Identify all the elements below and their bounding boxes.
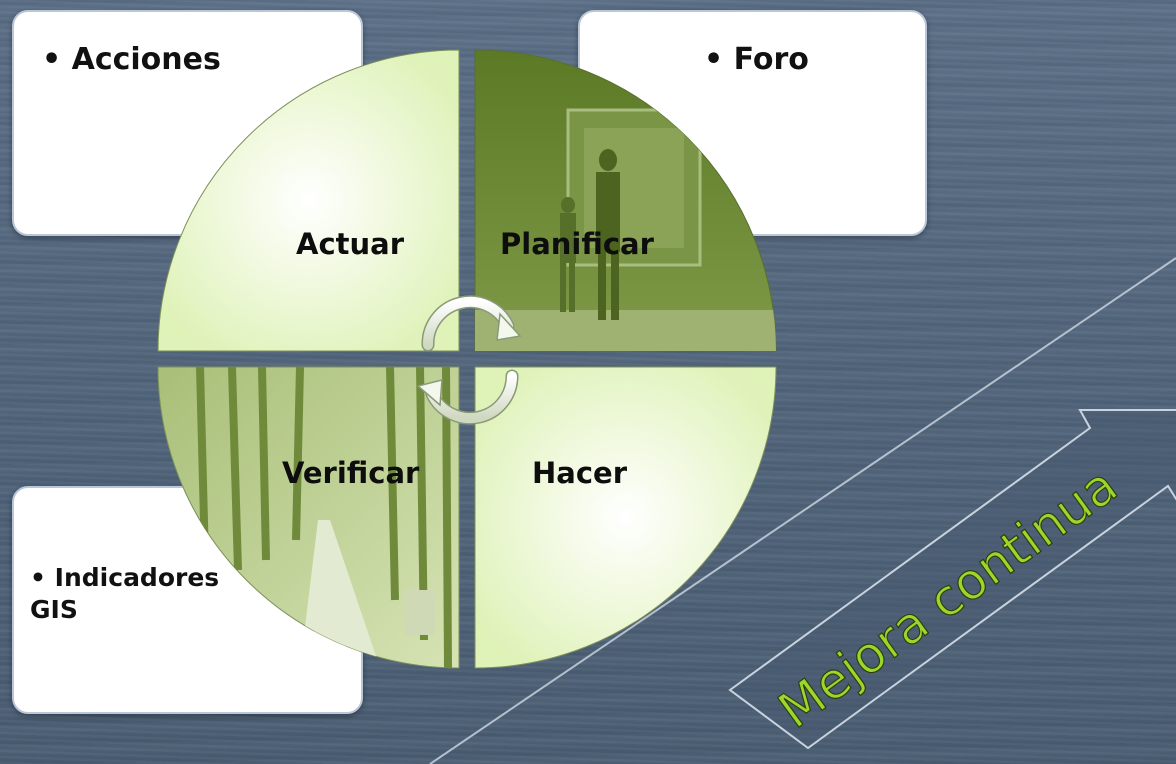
arrow-shape (728, 409, 1176, 750)
label-actuar: Actuar (296, 227, 405, 261)
circular-arrows-icon (416, 295, 522, 425)
diagonal-line (429, 257, 1176, 764)
label-verificar: Verificar (282, 456, 420, 490)
quadrant-planificar (474, 49, 777, 352)
foro-text: • Foro (704, 42, 809, 77)
quadrant-hacer (474, 366, 777, 669)
quadrant-verificar (157, 366, 460, 669)
indicadores-text: • Indicadores GIS (30, 563, 220, 624)
label-planificar: Planificar (500, 227, 655, 261)
quadrant-actuar (157, 49, 460, 352)
label-hacer: Hacer (532, 456, 628, 490)
acciones-text: • Acciones (42, 42, 221, 77)
